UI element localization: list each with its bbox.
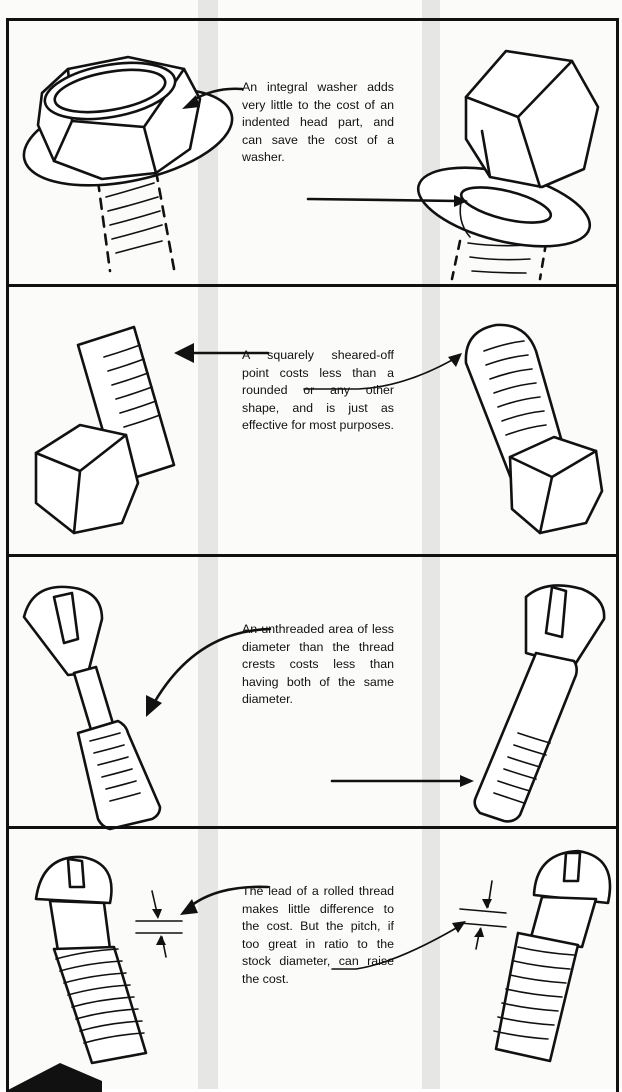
arrowhead-icon [448,353,462,367]
leader-arrow [154,629,270,703]
lead-dimension-marker-icon [136,891,182,957]
arrowhead-icon [460,775,474,787]
panel-unthreaded-area: An unthreaded area of less diameter than… [6,554,619,829]
panel-3-illustrations [6,557,619,829]
hex-head-bolt-with-integral-washer-icon [15,54,241,271]
round-head-screw-fine-pitch-icon [36,857,146,1063]
leader-line [332,927,458,969]
hex-head-bolt-with-separate-washer-icon [410,51,598,279]
arrowhead-icon [146,695,162,717]
flat-head-screw-reduced-shank-icon [24,587,160,829]
leader-line [304,359,454,389]
corner-mark-icon [6,1063,102,1092]
panel-2-illustrations [6,287,619,557]
panel-rolled-thread: The lead of a rolled thread makes little… [6,826,619,1092]
leader-arrow [192,887,268,905]
panel-sheared-point: A squarely sheared-off point costs less … [6,284,619,557]
flat-head-screw-full-shank-icon [475,585,604,821]
arrowhead-icon [174,343,194,363]
pitch-dimension-marker-icon [460,881,506,949]
panel-1-illustrations [6,21,619,287]
panel-4-illustrations [6,829,619,1092]
bolt-rounded-point-icon [466,325,602,533]
round-head-screw-coarse-pitch-icon [494,851,610,1061]
panel-integral-washer: An integral washer adds very little to t… [6,18,619,287]
bolt-square-sheared-point-icon [36,327,174,533]
arrowhead-icon [452,921,466,933]
